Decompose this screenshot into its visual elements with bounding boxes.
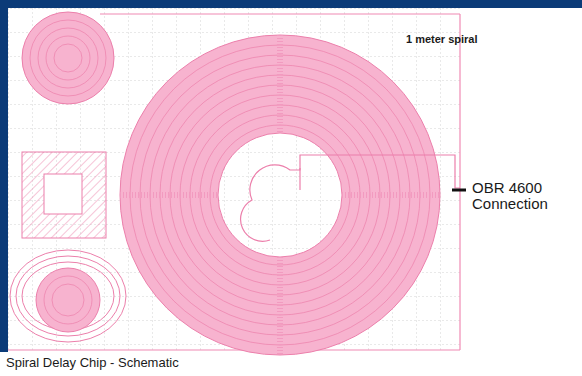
spiral-label: 1 meter spiral — [406, 34, 478, 46]
figure-caption: Spiral Delay Chip - Schematic — [6, 356, 179, 370]
connection-label: OBR 4600 Connection — [472, 180, 576, 212]
